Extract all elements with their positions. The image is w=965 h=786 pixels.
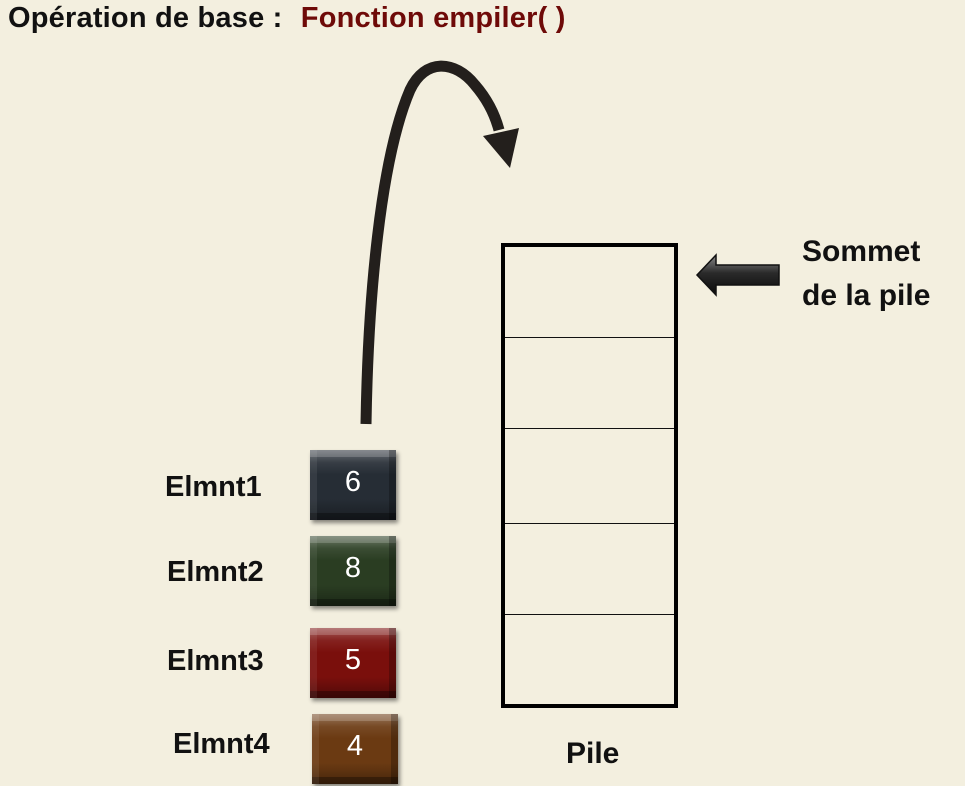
stack-slot-divider [505, 523, 674, 524]
stack-slot-divider [505, 337, 674, 338]
element-label-2: Elmnt2 [167, 556, 264, 588]
block-bevel [310, 628, 396, 698]
push-curve-arrow [360, 60, 505, 425]
block-bevel [310, 450, 396, 520]
element-label-1: Elmnt1 [165, 471, 262, 503]
element-block-4: 4 [312, 714, 398, 784]
stack-top-label-line1: Sommet [802, 235, 921, 268]
stack-slot-divider [505, 428, 674, 429]
page-title: Opération de base : Fonction empiler( ) [8, 2, 566, 35]
element-block-3: 5 [310, 628, 396, 698]
element-block-2: 8 [310, 536, 396, 606]
element-value-1: 6 [344, 466, 362, 498]
block-bevel [310, 536, 396, 606]
stack-top-label-line2: de la pile [802, 279, 931, 312]
element-value-4: 4 [346, 730, 364, 762]
block-bevel [312, 714, 398, 784]
title-function-name: Fonction empiler( ) [300, 2, 566, 34]
stack-container [501, 243, 678, 708]
stack-name-label: Pile [566, 737, 620, 770]
top-pointer-arrow [695, 253, 780, 297]
element-value-3: 5 [344, 644, 362, 676]
element-value-2: 8 [344, 552, 362, 584]
element-label-4: Elmnt4 [173, 728, 270, 760]
push-arrow-head [483, 128, 519, 168]
title-prefix: Opération de base : [8, 2, 283, 34]
element-block-1: 6 [310, 450, 396, 520]
element-label-3: Elmnt3 [167, 645, 264, 677]
stack-top-label: Sommet de la pile [802, 230, 930, 318]
stack-slot-divider [505, 614, 674, 615]
